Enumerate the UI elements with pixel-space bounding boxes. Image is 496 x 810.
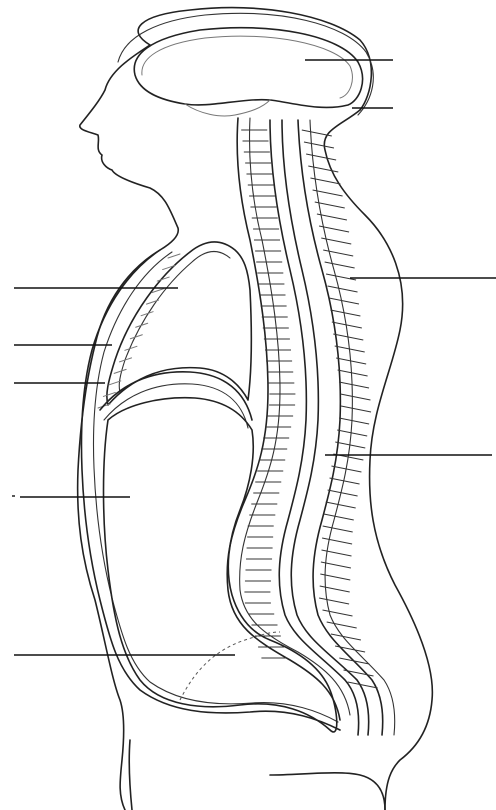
spinous-process-line bbox=[331, 634, 361, 640]
spinous-process-line bbox=[308, 166, 338, 172]
rib-hatch-line bbox=[146, 300, 158, 304]
spinous-process-line bbox=[319, 598, 349, 604]
vertebral-canal-back bbox=[298, 120, 383, 735]
spinous-process-line bbox=[321, 238, 351, 244]
spinal-cord-back bbox=[282, 120, 369, 735]
spinous-process-line bbox=[341, 406, 371, 412]
spinous-process-line bbox=[302, 130, 332, 136]
vertebral-canal-back-2 bbox=[310, 120, 395, 735]
cranial-cavity bbox=[134, 28, 362, 108]
spinous-process-line bbox=[328, 286, 358, 292]
spinous-process-line bbox=[323, 526, 353, 532]
spinous-process-line bbox=[339, 382, 369, 388]
spinous-process-line bbox=[340, 394, 370, 400]
body-outline-back bbox=[324, 110, 432, 810]
spinous-process-line bbox=[335, 646, 365, 652]
spinous-process-line bbox=[304, 142, 334, 148]
spinous-process-line bbox=[339, 658, 369, 664]
spinous-process-line bbox=[326, 502, 356, 508]
spinous-process-line bbox=[338, 370, 368, 376]
leg-back bbox=[270, 773, 385, 810]
spinous-process-line bbox=[328, 490, 358, 496]
spinous-process-line bbox=[329, 298, 359, 304]
spinous-process-line bbox=[322, 550, 352, 556]
sternum-band-inner bbox=[93, 252, 338, 722]
spinous-process-line bbox=[324, 514, 354, 520]
spinous-process-line bbox=[323, 610, 353, 616]
spinous-process-line bbox=[330, 310, 360, 316]
abdominopelvic-cavity bbox=[104, 398, 337, 732]
spinous-process-line bbox=[344, 670, 374, 676]
spinous-process-line bbox=[325, 262, 355, 268]
rib-hatch-line bbox=[114, 369, 126, 373]
rib-hatch-line bbox=[168, 254, 180, 258]
spinous-process-line bbox=[326, 274, 356, 280]
skull-outer bbox=[118, 13, 373, 115]
spinous-process-line bbox=[327, 622, 357, 628]
leg-front bbox=[129, 740, 132, 810]
spinous-process-line bbox=[339, 418, 369, 424]
pelvic-cavity-boundary bbox=[180, 632, 280, 700]
spinous-process-line bbox=[320, 586, 350, 592]
spinous-process-line bbox=[306, 154, 336, 160]
spinous-process-line bbox=[337, 430, 367, 436]
sternum-band-outer bbox=[81, 250, 340, 730]
thoracic-cavity bbox=[107, 242, 251, 405]
spinous-process-line bbox=[323, 250, 353, 256]
spinous-process-line bbox=[322, 538, 352, 544]
cranial-cavity-inner bbox=[142, 36, 353, 98]
